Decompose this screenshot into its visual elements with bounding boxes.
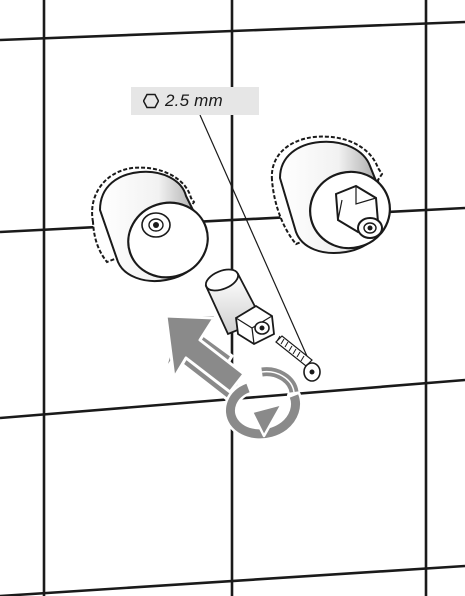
coupling-nut	[235, 304, 275, 346]
left-valve-body	[91, 166, 209, 282]
tile-joint-h1	[0, 20, 465, 42]
tile-joint-h4	[0, 564, 465, 596]
rotation-arrow	[223, 367, 303, 441]
callout-leader-line	[199, 114, 315, 373]
right-valve-body	[270, 135, 391, 254]
tool-size-callout: 2.5 mm	[131, 87, 259, 115]
push-arrow-outline	[164, 314, 246, 394]
hex-key-icon	[143, 93, 159, 109]
rotation-arrow-head	[250, 402, 284, 438]
tool-size-label: 2.5 mm	[165, 91, 223, 110]
grub-screw	[275, 335, 321, 382]
